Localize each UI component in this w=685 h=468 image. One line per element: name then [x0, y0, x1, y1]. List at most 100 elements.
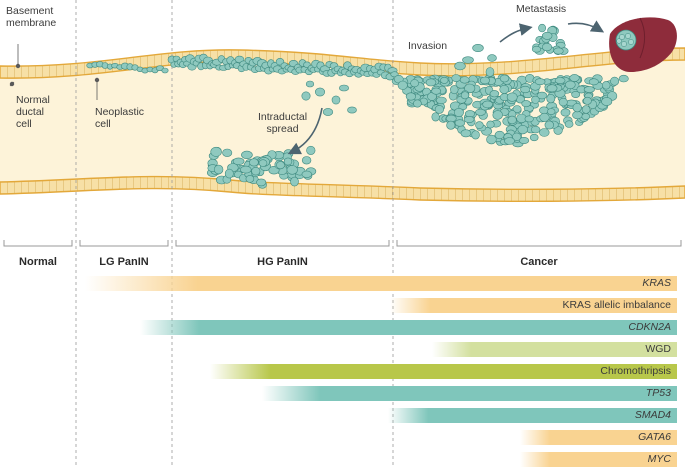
stage-label-lg-panin: LG PanIN — [99, 256, 149, 268]
tumour-cell — [583, 96, 592, 105]
tumour-cell — [504, 137, 515, 145]
tumour-cell — [460, 129, 472, 138]
tumour-cell — [460, 91, 470, 100]
tumour-cell — [588, 78, 599, 86]
tumour-cell — [453, 108, 464, 118]
tumour-cell — [347, 106, 357, 114]
alteration-label: GATA6 — [638, 431, 671, 443]
tumour-cell — [564, 80, 576, 90]
tumour-cell — [538, 23, 546, 33]
tumour-cell — [224, 168, 234, 179]
tumour-cell — [232, 157, 245, 166]
tumour-cell — [486, 134, 497, 145]
liver-arrow — [567, 20, 605, 33]
alteration-bar-tp53: TP53 — [262, 386, 677, 401]
tumour-cell — [494, 130, 505, 140]
alteration-label: WGD — [645, 343, 671, 355]
tumour-cell — [475, 108, 486, 116]
tumour-cell — [531, 95, 540, 104]
tumour-cell — [487, 54, 497, 62]
tumour-cell — [472, 43, 484, 52]
tumour-cell — [546, 84, 558, 93]
tumour-cell — [301, 156, 312, 165]
leader-lines — [9, 44, 100, 100]
alteration-bar-kras: KRAS — [85, 276, 677, 291]
tumour-cell — [610, 76, 620, 86]
tumour-cell — [435, 96, 447, 105]
liver-icon — [609, 17, 677, 72]
stage-label-hg-panin: HG PanIN — [257, 256, 308, 268]
alteration-label: KRAS allelic imbalance — [562, 299, 671, 311]
tumour-cell — [482, 100, 493, 109]
tumour-cell — [499, 84, 510, 94]
tumour-cell — [536, 91, 548, 100]
tumour-cell — [507, 115, 517, 125]
alteration-bar-chromothripsis: Chromothripsis — [210, 364, 677, 379]
alteration-label: SMAD4 — [634, 409, 671, 421]
tumour-cell — [251, 167, 261, 176]
tumour-cell — [305, 80, 315, 88]
alteration-label: Chromothripsis — [600, 365, 671, 377]
tumour-cell — [571, 91, 581, 99]
tumour-cell — [530, 125, 541, 134]
tumour-cell — [506, 92, 518, 102]
tumour-cell — [276, 161, 285, 170]
tumour-cell — [534, 78, 546, 86]
tumour-cell — [213, 164, 224, 175]
tumour-cell — [210, 146, 222, 157]
tumour-cell — [569, 74, 580, 82]
tumour-cell — [554, 77, 566, 84]
tumour-cell — [440, 76, 449, 84]
stage-label-normal: Normal — [19, 256, 57, 268]
tumour-cell — [240, 165, 252, 174]
basement-membrane-label: Basement membrane — [6, 5, 57, 29]
tumour-cell — [572, 110, 583, 120]
tumour-cell — [581, 113, 591, 121]
tumour-cell — [546, 93, 556, 104]
tumour-cell — [459, 76, 470, 84]
tumour-cell — [518, 137, 530, 145]
tumour-cell — [245, 175, 255, 183]
tumour-cell — [450, 85, 459, 95]
tumour-cell — [413, 99, 422, 108]
tumour-cell — [454, 61, 466, 71]
tumour-cell — [492, 110, 503, 120]
stage-label-cancer: Cancer — [520, 256, 558, 268]
alteration-bar-smad4: SMAD4 — [388, 408, 677, 423]
tumour-cell — [446, 120, 456, 130]
stage-brackets — [3, 240, 682, 247]
tumour-cell — [560, 108, 571, 117]
tumour-cell — [286, 165, 298, 175]
alteration-label: MYC — [647, 453, 671, 465]
tumour-cell — [558, 97, 568, 107]
tumour-cell — [583, 86, 595, 93]
tumour-cell — [499, 74, 510, 83]
tumour-cell — [434, 105, 445, 114]
tumour-cell — [301, 170, 312, 178]
metastasis-arrow — [499, 23, 533, 43]
alteration-bar-cdkn2a: CDKN2A — [140, 320, 677, 335]
tumour-cell — [431, 112, 440, 122]
tumour-cell — [479, 76, 490, 85]
tumour-cell — [553, 47, 564, 55]
tumour-cell — [397, 80, 408, 90]
tumour-cell — [425, 78, 437, 87]
tumour-cell — [541, 42, 552, 52]
tumour-cell — [283, 157, 293, 166]
neoplastic-cell-label: Neoplastic cell — [95, 106, 145, 130]
intraductal-spread-label: Intraductal spread — [258, 111, 308, 135]
tumour-cell — [314, 87, 325, 97]
alteration-bar-myc: MYC — [520, 452, 677, 467]
tumour-cell — [485, 67, 495, 77]
tumour-cell — [544, 120, 554, 130]
tumour-cell — [454, 119, 466, 127]
tumour-cell — [531, 45, 542, 53]
tumour-cell — [541, 31, 553, 40]
tumour-cell — [529, 133, 539, 142]
tumour-cell — [431, 87, 442, 95]
tumour-cell — [451, 74, 461, 82]
tumour-cell — [572, 102, 582, 113]
metastasis-label: Metastasis — [516, 3, 567, 15]
